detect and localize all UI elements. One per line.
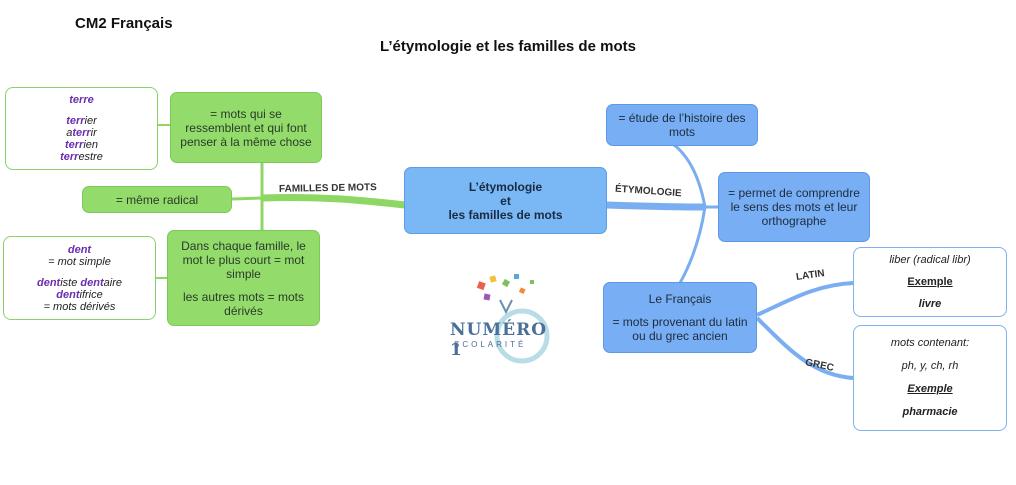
grec-pharmacie: pharmacie [902, 406, 958, 418]
numero1-logo: NUMÉRO 1 SCOLARITÉ [448, 270, 563, 365]
terre-word: terre [69, 94, 94, 106]
logo-emblem-icon [476, 274, 550, 364]
course-title: CM2 Français [75, 15, 173, 32]
node-le-francais: Le Français = mots provenant du latin ou… [603, 282, 757, 353]
center-line-2: et [500, 193, 511, 208]
dent-note: = mot simple [48, 255, 111, 268]
grec-mots-contenant: mots contenant: [890, 337, 970, 349]
center-line-3: les familles de mots [448, 207, 563, 222]
page-title: L’étymologie et les familles de mots [380, 38, 636, 55]
branch-familles [261, 193, 406, 209]
latin-liber: liber (radical libr) [889, 254, 971, 266]
branch-grec [755, 316, 854, 380]
logo-sub: SCOLARITÉ [454, 340, 527, 349]
label-familles-de-mots: FAMILLES DE MOTS [278, 182, 377, 195]
famille-mots-derives: les autres mots = mots dérivés [182, 289, 305, 318]
branch-to-radical [231, 196, 263, 201]
branch-etymologie [606, 201, 706, 211]
terre-example-box: terre terrier aterrir terrien terrestre [5, 87, 158, 170]
francais-desc: = mots provenant du latin ou du grec anc… [612, 315, 748, 343]
latin-exemple: Exemple [907, 276, 953, 288]
node-chaque-famille: Dans chaque famille, le mot le plus cour… [167, 230, 320, 326]
dentiste-dentaire-words: dentiste dentaire [37, 276, 122, 289]
terrestre-word: terrestre [60, 151, 103, 163]
center-line-1: L’étymologie [468, 179, 543, 194]
node-meme-radical: = même radical [82, 186, 232, 213]
node-ressemblent: = mots qui se ressemblent et qui font pe… [170, 92, 322, 163]
latin-example-box: liber (radical libr) Exemple livre [853, 247, 1007, 317]
atterrir-word: aterrir [66, 127, 97, 139]
node-etude-histoire: = étude de l’histoire des mots [606, 104, 758, 146]
dent-word: dent [67, 243, 92, 256]
derives-note: = mots dérivés [43, 300, 116, 313]
terrier-word: terrier [66, 115, 97, 127]
branch-to-francais [678, 206, 707, 284]
grec-exemple: Exemple [907, 383, 953, 395]
terrien-word: terrien [64, 139, 99, 151]
grec-letters: ph, y, ch, rh [901, 360, 959, 372]
grec-example-box: mots contenant: ph, y, ch, rh Exemple ph… [853, 325, 1007, 431]
dentifrice-word: dentifrice [56, 288, 103, 301]
logo-name: NUMÉRO 1 [450, 320, 548, 360]
latin-livre: livre [918, 298, 942, 310]
branch-latin [756, 281, 854, 317]
dent-example-box: dent = mot simple dentiste dentaire dent… [3, 236, 156, 320]
famille-mot-simple: Dans chaque famille, le mot le plus cour… [181, 238, 306, 281]
francais-title: Le Français [648, 292, 712, 306]
center-node: L’étymologie et les familles de mots [404, 167, 607, 234]
node-permet-comprendre: = permet de comprendre le sens des mots … [718, 172, 870, 242]
